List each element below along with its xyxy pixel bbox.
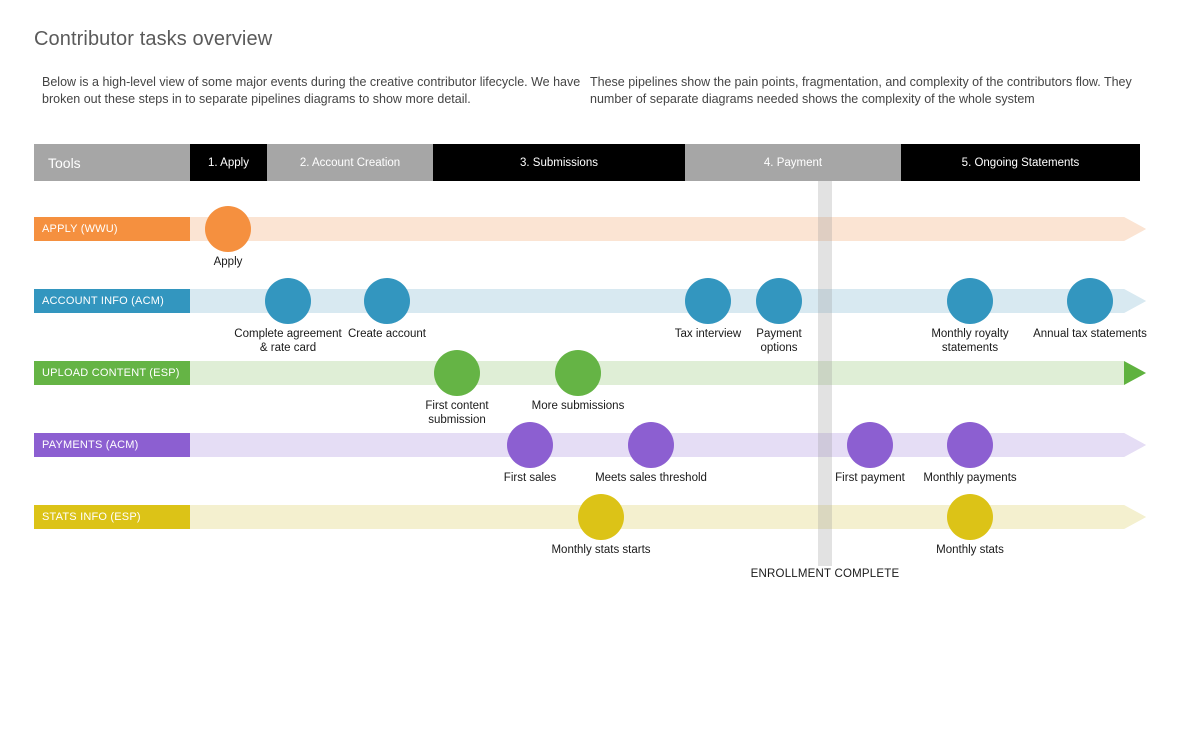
milestone-label: Monthly stats	[936, 544, 1004, 556]
phase-segment-label: Tools	[48, 154, 81, 171]
swimlane-arrow-tip-icon	[1124, 217, 1146, 241]
milestone-label: Monthly royalty statements	[931, 328, 1009, 354]
swimlane-label-text: STATS INFO (ESP)	[42, 511, 141, 523]
milestone-node[interactable]: Meets sales threshold	[576, 422, 726, 486]
milestone-label: First sales	[503, 472, 557, 484]
milestone-dot-icon	[555, 350, 601, 396]
phase-segment-3[interactable]: 2. Account Creation	[267, 144, 433, 181]
phase-segment-2[interactable]: 1. Apply	[190, 144, 267, 181]
milestone-label: Tax interview	[674, 328, 742, 340]
milestone-label: Monthly payments	[923, 472, 1017, 484]
milestone-node[interactable]: Tax interview	[633, 278, 783, 342]
intro-text-right: These pipelines show the pain points, fr…	[590, 75, 1132, 106]
milestone-dot-icon	[947, 278, 993, 324]
milestone-label: Annual tax statements	[1033, 328, 1147, 340]
phase-segment-5[interactable]: 4. Payment	[685, 144, 901, 181]
milestone-label: Create account	[348, 328, 426, 340]
page-title: Contributor tasks overview	[34, 28, 273, 50]
swimlane-label-account-info[interactable]: ACCOUNT INFO (ACM)	[34, 289, 190, 313]
swimlane-label-text: PAYMENTS (ACM)	[42, 439, 139, 451]
milestone-dot-icon	[578, 494, 624, 540]
intro-paragraph-left: Below is a high-level view of some major…	[42, 74, 582, 108]
milestone-node[interactable]: Payment options	[704, 278, 854, 355]
milestone-label: Complete agreement & rate card	[234, 328, 342, 354]
phase-segment-label: 4. Payment	[763, 156, 823, 169]
milestone-node[interactable]: Monthly stats starts	[526, 494, 676, 558]
swimlane-label-apply[interactable]: APPLY (WWU)	[34, 217, 190, 241]
swimlane-label-text: ACCOUNT INFO (ACM)	[42, 295, 164, 307]
swimlane-label-upload-content[interactable]: UPLOAD CONTENT (ESP)	[34, 361, 190, 385]
milestone-node[interactable]: Monthly royalty statements	[895, 278, 1045, 355]
milestone-dot-icon	[628, 422, 674, 468]
milestone-dot-icon	[205, 206, 251, 252]
phase-segment-4[interactable]: 3. Submissions	[433, 144, 685, 181]
intro-text-left: Below is a high-level view of some major…	[42, 75, 581, 106]
milestone-dot-icon	[756, 278, 802, 324]
swimlane-arrow-tip-icon	[1124, 361, 1146, 385]
milestone-node[interactable]: Create account	[312, 278, 462, 342]
swimlane-label-payments[interactable]: PAYMENTS (ACM)	[34, 433, 190, 457]
milestone-node[interactable]: Monthly stats	[895, 494, 1045, 558]
swimlane-arrow-tip-icon	[1124, 433, 1146, 457]
milestone-label: Apply	[213, 256, 243, 268]
milestone-label: Meets sales threshold	[595, 472, 707, 484]
intro-paragraph-right: These pipelines show the pain points, fr…	[590, 74, 1135, 108]
phase-segment-label: 3. Submissions	[520, 156, 598, 169]
milestone-node[interactable]: Complete agreement & rate card	[213, 278, 363, 355]
milestone-dot-icon	[364, 278, 410, 324]
milestone-node[interactable]: Annual tax statements	[1015, 278, 1165, 342]
swimlane-label-text: UPLOAD CONTENT (ESP)	[42, 367, 180, 379]
milestone-dot-icon	[434, 350, 480, 396]
milestone-label: First payment	[835, 472, 905, 484]
milestone-node[interactable]: First sales	[455, 422, 605, 486]
phase-segment-label: 2. Account Creation	[299, 156, 401, 169]
swimlane-label-stats-info[interactable]: STATS INFO (ESP)	[34, 505, 190, 529]
milestone-dot-icon	[947, 422, 993, 468]
swimlane-arrow-tip-icon	[1124, 505, 1146, 529]
milestone-node[interactable]: More submissions	[503, 350, 653, 414]
milestone-label: Monthly stats starts	[551, 544, 651, 556]
milestone-label: First content submission	[425, 400, 489, 426]
enrollment-complete-label: ENROLLMENT COMPLETE	[750, 568, 900, 580]
milestone-dot-icon	[847, 422, 893, 468]
swimlane-label-text: APPLY (WWU)	[42, 223, 118, 235]
phase-header-strip: Tools 1. Apply 2. Account Creation 3. Submi…	[34, 144, 1140, 181]
milestone-node[interactable]: First payment	[795, 422, 945, 486]
phase-segment-6[interactable]: 5. Ongoing Statements	[901, 144, 1140, 181]
milestone-label: Payment options	[756, 328, 802, 354]
milestone-dot-icon	[507, 422, 553, 468]
phase-segment-1[interactable]: Tools	[34, 144, 190, 181]
enrollment-complete-divider	[818, 181, 832, 566]
milestone-dot-icon	[265, 278, 311, 324]
milestone-dot-icon	[685, 278, 731, 324]
phase-segment-label: 5. Ongoing Statements	[961, 156, 1080, 169]
milestone-label: More submissions	[531, 400, 625, 412]
milestone-dot-icon	[947, 494, 993, 540]
phase-segment-label: 1. Apply	[208, 156, 249, 169]
milestone-node[interactable]: Monthly payments	[895, 422, 1045, 486]
milestone-node[interactable]: Apply	[153, 206, 303, 270]
milestone-dot-icon	[1067, 278, 1113, 324]
milestone-node[interactable]: First content submission	[382, 350, 532, 427]
